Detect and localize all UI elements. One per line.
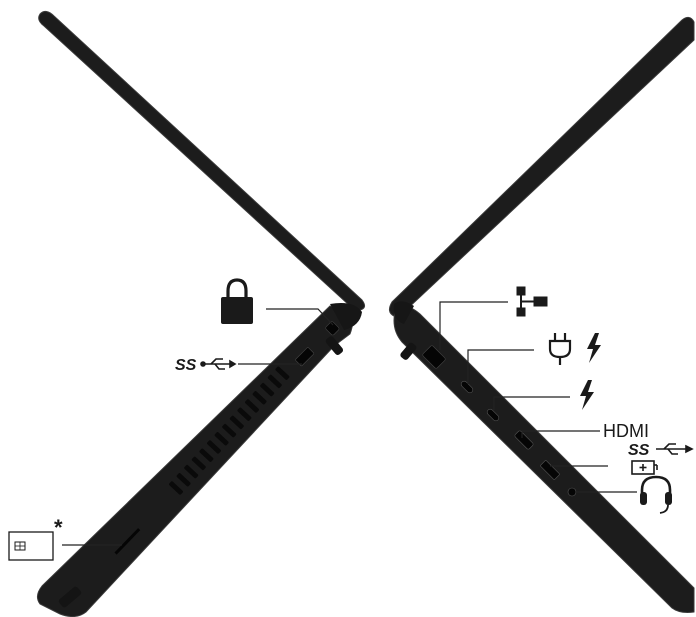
headset-icon: [640, 475, 672, 514]
thunderbolt-icon-power: [587, 333, 601, 363]
vent-slot: [237, 407, 252, 421]
vent-slot: [252, 391, 267, 405]
right-foot-top: [400, 342, 417, 360]
usb-trident-icon-right: [656, 443, 694, 455]
ss-label-left: SS: [175, 357, 197, 374]
hdmi-label: HDMI: [603, 421, 649, 441]
audio-jack-port: [567, 487, 577, 497]
smart-card-slot-port: [114, 528, 141, 555]
vent-slot: [191, 456, 206, 471]
vent-slot: [260, 382, 275, 397]
ss-usb-icon-left: SS: [175, 357, 237, 374]
ethernet-callout-line: [439, 301, 508, 350]
usb-c-port: [486, 408, 500, 422]
left-vent: [169, 366, 290, 495]
vent-slot: [176, 473, 191, 487]
left-callouts: [62, 308, 334, 546]
vent-slot: [267, 374, 282, 389]
power-plug-icon: [548, 333, 572, 365]
usb-trident-icon: [200, 358, 237, 370]
vent-slot: [275, 366, 290, 380]
thunderbolt-icon: [580, 380, 594, 410]
vent-slot: [199, 448, 214, 462]
vent-slot: [245, 399, 259, 413]
hdmi-port: [514, 430, 534, 450]
vent-slot: [184, 464, 199, 479]
vent-slot: [207, 440, 221, 454]
usb-c-callout-line: [493, 396, 570, 410]
security-lock-slot-port: [325, 321, 340, 336]
left-foot-bottom: [58, 586, 82, 608]
left-laptop: [36, 10, 366, 617]
vent-slot: [214, 432, 229, 446]
battery-charge-icon: [631, 460, 658, 475]
smart-card-icon: [8, 531, 54, 561]
lock-callout-line: [266, 308, 334, 326]
vent-slot: [222, 423, 237, 438]
left-hinge: [330, 303, 362, 330]
usb-c-power-callout-line: [467, 349, 534, 384]
right-hinge: [393, 301, 414, 324]
ss-label-right: SS: [628, 442, 650, 459]
right-laptop: [388, 16, 695, 613]
left-laptop-lid: [38, 10, 366, 311]
smart-card-footnote-asterisk: *: [54, 515, 63, 540]
padlock-icon: [221, 278, 253, 324]
left-foot-top: [325, 336, 344, 356]
network-icon: [516, 286, 548, 317]
usb-c-power-port: [460, 380, 474, 394]
right-callouts: [439, 301, 637, 493]
ethernet-port: [422, 345, 446, 369]
right-laptop-lid: [388, 16, 695, 317]
usb-a-left-port: [295, 347, 315, 367]
vent-slot: [229, 415, 244, 430]
ss-usb-icon-right: SS: [628, 442, 694, 459]
vent-slot: [169, 481, 183, 495]
usb-a-right-port: [540, 460, 560, 480]
hdmi-callout-line: [521, 430, 600, 438]
